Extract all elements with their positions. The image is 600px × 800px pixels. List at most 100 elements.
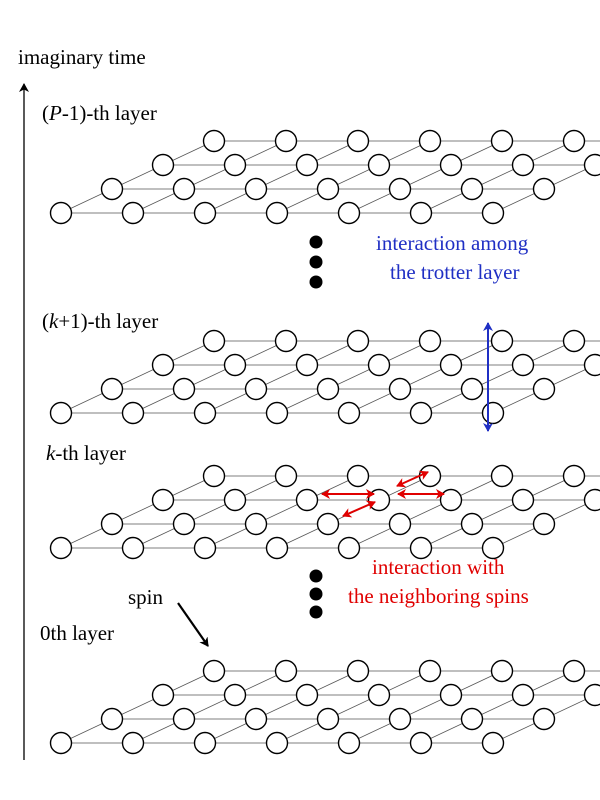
lattice-column-line xyxy=(204,140,359,214)
lattice-column-line xyxy=(420,475,575,549)
lattice-column-line xyxy=(276,340,431,414)
spin-node xyxy=(388,377,412,401)
layer-grid-zero xyxy=(49,659,600,755)
lattice-column-line xyxy=(348,140,503,214)
ellipsis-dots-lower xyxy=(309,569,323,619)
spin-node xyxy=(562,659,586,683)
spin-node xyxy=(511,683,535,707)
spin-node xyxy=(418,659,442,683)
spin-node xyxy=(460,512,484,536)
spin-node xyxy=(337,401,361,425)
spin-node xyxy=(409,536,433,560)
spin-node xyxy=(388,512,412,536)
lattice-column-line xyxy=(60,475,215,549)
spin-node xyxy=(481,201,505,225)
lattice-column-line xyxy=(348,670,503,744)
spin-node xyxy=(244,512,268,536)
layer-label-top: (P-1)-th layer xyxy=(42,101,157,125)
lattice-column-line xyxy=(204,340,359,414)
layer-grid-k xyxy=(49,464,600,560)
spin-node xyxy=(418,464,442,488)
spin-node xyxy=(202,129,226,153)
layer-grid-k-plus-1 xyxy=(49,329,600,425)
spin-node xyxy=(244,177,268,201)
spin-node xyxy=(409,201,433,225)
spin-node xyxy=(439,683,463,707)
spin-label: spin xyxy=(128,585,164,609)
spin-node xyxy=(172,512,196,536)
spin-node xyxy=(532,377,556,401)
spin-node xyxy=(223,683,247,707)
spin-node xyxy=(265,201,289,225)
lattice-column-line xyxy=(60,140,215,214)
lattice-column-line xyxy=(132,475,287,549)
spin-node xyxy=(460,707,484,731)
spin-node xyxy=(316,512,340,536)
spin-node xyxy=(121,536,145,560)
spin-node xyxy=(481,401,505,425)
layer-label-zero: 0th layer xyxy=(40,621,114,645)
lattice-column-line xyxy=(492,497,600,549)
neighbor-annotation-line1: interaction with xyxy=(372,555,505,579)
spin-node xyxy=(121,201,145,225)
spin-node xyxy=(265,731,289,755)
spin-node xyxy=(172,177,196,201)
spin-node xyxy=(439,153,463,177)
spin-node xyxy=(511,353,535,377)
spin-node xyxy=(337,731,361,755)
spin-node xyxy=(202,464,226,488)
neighbor-interaction-arrows xyxy=(321,470,445,518)
spin-node xyxy=(337,536,361,560)
lattice-column-line xyxy=(492,692,600,744)
spin-node xyxy=(100,512,124,536)
spin-node xyxy=(244,377,268,401)
lattice-column-line xyxy=(348,475,503,549)
lattice-column-line xyxy=(132,670,287,744)
spin-node xyxy=(490,464,514,488)
spin-node xyxy=(151,683,175,707)
spin-node xyxy=(490,129,514,153)
spin-node xyxy=(316,707,340,731)
lattice-column-line xyxy=(204,475,359,549)
lattice-column-line xyxy=(276,140,431,214)
layer-grid-top xyxy=(49,129,600,225)
spin-node xyxy=(274,464,298,488)
spin-node xyxy=(100,177,124,201)
spin-node xyxy=(202,329,226,353)
spin-node xyxy=(172,707,196,731)
spin-node xyxy=(418,129,442,153)
spin-node xyxy=(265,536,289,560)
lattice-column-line xyxy=(204,670,359,744)
lattice-column-line xyxy=(420,340,575,414)
spin-node xyxy=(193,731,217,755)
spin-node xyxy=(583,683,600,707)
spin-node xyxy=(346,659,370,683)
spin-node xyxy=(346,329,370,353)
spin-node xyxy=(100,377,124,401)
spin-node xyxy=(223,488,247,512)
spin-node xyxy=(367,353,391,377)
spin-node xyxy=(202,659,226,683)
spin-node xyxy=(388,707,412,731)
spin-node xyxy=(409,401,433,425)
spin-node xyxy=(223,153,247,177)
spin-node xyxy=(490,659,514,683)
lattice-column-line xyxy=(60,340,215,414)
spin-node xyxy=(295,488,319,512)
spin-node xyxy=(418,329,442,353)
spin-pointer-arrow xyxy=(177,602,209,647)
spin-node xyxy=(49,731,73,755)
spin-node xyxy=(367,683,391,707)
lattice-column-line xyxy=(132,340,287,414)
spin-node xyxy=(295,153,319,177)
spin-node xyxy=(346,129,370,153)
spin-node xyxy=(481,731,505,755)
spin-node xyxy=(193,536,217,560)
spin-node xyxy=(511,153,535,177)
spin-node xyxy=(151,153,175,177)
spin-node xyxy=(121,401,145,425)
spin-node xyxy=(562,464,586,488)
lattice-column-line xyxy=(492,162,600,214)
spin-node xyxy=(583,153,600,177)
spin-node xyxy=(439,353,463,377)
